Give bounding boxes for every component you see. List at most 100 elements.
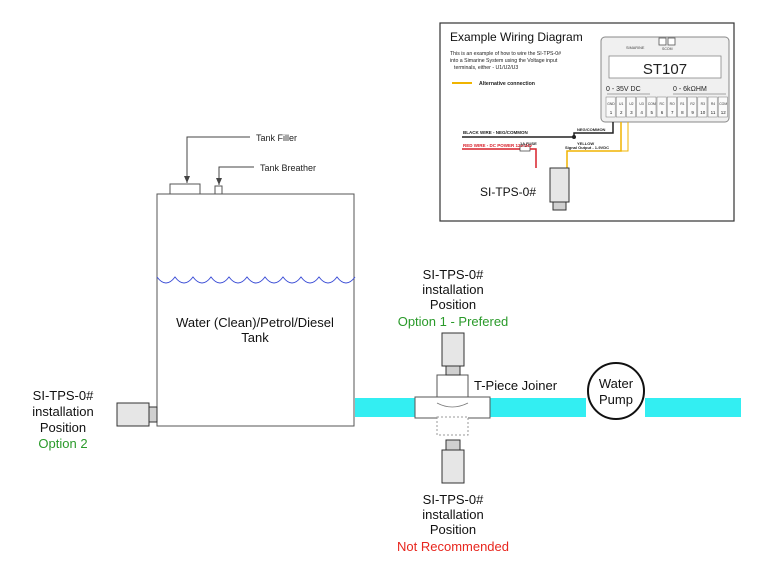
terminal-label: R2 — [690, 102, 694, 106]
range-ohm-label: 0 - 6kΩHM — [673, 86, 707, 93]
t-piece-bottom-branch — [436, 416, 469, 436]
terminal-label: U2 — [629, 102, 633, 106]
terminal-label: U3 — [639, 102, 643, 106]
option-3-line-2: installation — [422, 507, 483, 522]
t-piece-joiner: T-Piece Joiner — [414, 374, 558, 436]
tank-filler-label: Tank Filler — [256, 133, 297, 143]
inset-description-line-1: This is an example of how to wire the SI… — [450, 51, 561, 57]
terminal-slot — [666, 96, 677, 118]
pump-circle — [587, 362, 645, 420]
st107-device: SIMARINE SCOM ST107 0 - 35V DC 0 - 6kΩHM… — [600, 36, 730, 123]
terminal-label: COM — [719, 102, 727, 106]
terminal-number: 7 — [671, 110, 674, 115]
inset-sensor-body — [549, 167, 570, 203]
inset-description-line-3: terminals, either - U1/U2/U3 — [454, 65, 518, 71]
pump-label-line-2: Pump — [599, 392, 633, 407]
inset-description-line-2: into a Simarine System using the Voltage… — [450, 58, 558, 64]
option-2-line-2: installation — [32, 404, 93, 419]
pipework — [355, 398, 741, 417]
inset-sensor-nozzle — [552, 201, 567, 211]
breather-leader-line — [218, 166, 254, 185]
tank-breather-label: Tank Breather — [260, 163, 316, 173]
device-model: ST107 — [643, 61, 687, 78]
terminal-number: 6 — [661, 110, 664, 115]
terminal-label: R1 — [680, 102, 684, 106]
filler-arrow-icon — [184, 176, 190, 183]
option-3-status: Not Recommended — [397, 539, 509, 554]
inset-sensor-label: SI-TPS-0# — [480, 185, 536, 199]
t-piece-main-body — [414, 396, 491, 419]
terminal-label: R4 — [711, 102, 715, 106]
scom-port-icon — [658, 37, 667, 46]
scom-port-icon — [667, 37, 676, 46]
fluid-surface-waves — [156, 276, 356, 284]
scom-label: SCOM — [662, 47, 673, 51]
terminal-label: RC — [660, 102, 665, 106]
sensor-3-body — [441, 449, 465, 484]
terminal-number: 8 — [681, 110, 684, 115]
filler-leader-line — [186, 136, 250, 183]
option-2-status: Option 2 — [38, 436, 87, 451]
option-3-line-3: Position — [430, 522, 476, 537]
terminal-number: 1 — [610, 110, 613, 115]
sensor-1-body — [441, 332, 465, 367]
yellow-alt-wire — [621, 122, 629, 152]
fluid-tank: Tank Filler Tank Breather Water (Clean)/… — [156, 133, 356, 427]
red-wire-label: RED WIRE - DC POWER 12v-24v — [463, 143, 533, 148]
terminal-slot — [677, 96, 687, 118]
t-piece-top-branch — [436, 374, 469, 400]
terminal-number: 10 — [700, 110, 706, 115]
tank-label-line-2: Tank — [241, 330, 269, 345]
example-wiring-inset: Example Wiring Diagram This is an exampl… — [439, 22, 735, 222]
black-wire-label: BLACK WIRE - NEG/COMMON — [463, 130, 528, 135]
fuse-label: 1A FUSE — [520, 141, 537, 146]
pipe-joiner-to-pump — [490, 398, 586, 417]
terminal-slot — [717, 96, 728, 118]
terminal-label: RO — [670, 102, 675, 106]
tank-filler-cap — [169, 183, 201, 195]
terminal-slot — [615, 96, 626, 118]
yellow-wire — [566, 122, 622, 168]
sensor-option-2: SI-TPS-0# installation Position Option 2 — [32, 388, 158, 451]
pump-label-line-1: Water — [599, 376, 634, 391]
terminal-slot — [707, 96, 718, 118]
terminal-slot — [636, 96, 647, 118]
terminal-strip: GND1U12U23U34COM5RC6RO7R18R29R310R411COM… — [605, 96, 728, 118]
option-3-line-1: SI-TPS-0# — [423, 492, 484, 507]
sensor-3-nozzle — [445, 439, 461, 451]
breather-arrow-icon — [216, 178, 222, 185]
terminal-number: 9 — [691, 110, 694, 115]
option-2-line-1: SI-TPS-0# — [33, 388, 94, 403]
terminal-number: 4 — [640, 110, 643, 115]
joiner-label: T-Piece Joiner — [474, 378, 558, 393]
terminal-number: 5 — [651, 110, 654, 115]
option-1-line-2: installation — [422, 282, 483, 297]
sensor-2-nozzle — [148, 406, 158, 423]
red-wire-to-sensor — [530, 148, 537, 168]
terminal-slot — [697, 96, 708, 118]
pipe-pump-outlet — [645, 398, 741, 417]
inset-title: Example Wiring Diagram — [450, 30, 583, 44]
terminal-number: 3 — [630, 110, 633, 115]
device-brand: SIMARINE — [626, 46, 645, 50]
range-dc-label: 0 - 35V DC — [606, 86, 641, 93]
option-1-line-1: SI-TPS-0# — [423, 267, 484, 282]
tank-breather-vent — [214, 185, 223, 195]
sensor-1-nozzle — [445, 365, 461, 376]
terminal-label: R3 — [701, 102, 705, 106]
terminal-slot — [687, 96, 698, 118]
terminal-number: 2 — [620, 110, 623, 115]
option-1-line-3: Position — [430, 297, 476, 312]
terminal-number: 11 — [711, 110, 716, 115]
terminal-slot — [646, 96, 657, 118]
option-2-line-3: Position — [40, 420, 86, 435]
sensor-option-1: SI-TPS-0# installation Position Option 1… — [398, 267, 508, 376]
wire-junction — [572, 135, 576, 139]
terminal-slot — [605, 96, 616, 118]
terminal-slot — [626, 96, 636, 118]
sensor-not-recommended: SI-TPS-0# installation Position Not Reco… — [397, 439, 509, 554]
signal-output-label: Signal Output - 1-9VDC — [565, 145, 609, 150]
terminal-number: 12 — [721, 110, 727, 115]
neg-common-label: NEG/COMMON — [577, 127, 606, 132]
